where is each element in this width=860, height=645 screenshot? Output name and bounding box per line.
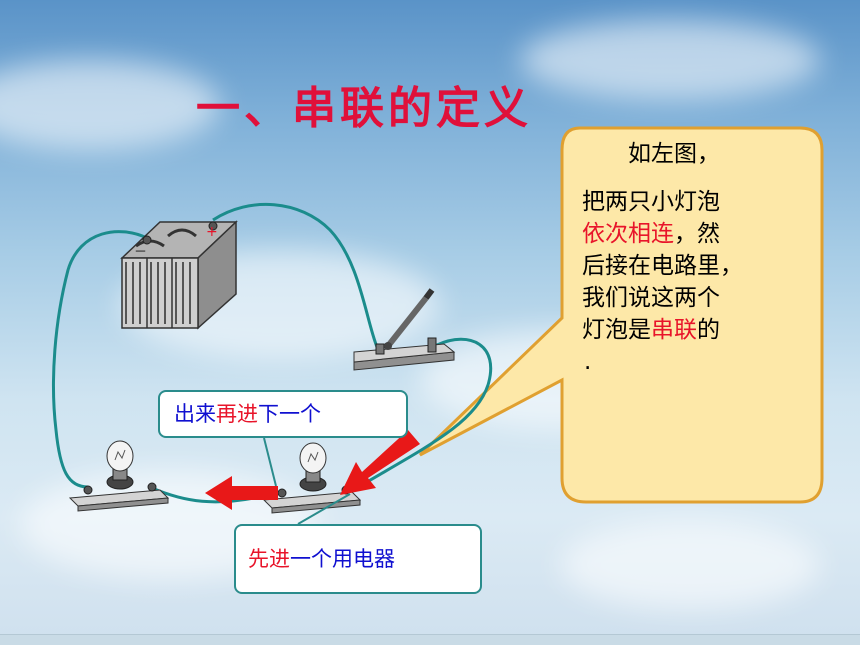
label-out-part-3: 下一个 — [258, 402, 321, 426]
knife-switch — [353, 288, 456, 371]
cloud — [520, 20, 820, 100]
page-title: 一、串联的定义 — [196, 83, 532, 134]
wire-battery-left — [51, 230, 148, 489]
cloud — [560, 520, 820, 610]
lamp-1 — [68, 440, 170, 512]
callout-line-7: . — [584, 349, 592, 375]
label-first-in: 先进一个用电器 — [234, 524, 482, 594]
callout-line-1: 如左图， — [628, 141, 720, 167]
label-in-part-2: 一个用电器 — [290, 547, 395, 571]
lamp-2 — [262, 442, 362, 514]
wire-switch-lamp2 — [349, 337, 493, 494]
arrow-in — [340, 430, 420, 495]
battery-plus-sign: + — [206, 224, 218, 240]
callout-line-6-highlight: 串联 — [651, 317, 697, 343]
battery-minus-sign: － — [134, 245, 147, 260]
label-out-part-2: 再进 — [216, 402, 258, 426]
wire-battery-switch — [212, 202, 379, 348]
label-in-pointer — [297, 493, 351, 525]
callout-bubble — [418, 126, 824, 504]
callout-line-3-rest: ，然 — [674, 221, 720, 247]
callout-line-5: 我们说这两个 — [582, 285, 720, 311]
arrow-out-left — [205, 476, 278, 510]
battery — [120, 220, 238, 330]
callout-line-3-highlight: 依次相连 — [582, 221, 674, 247]
label-in-part-1: 先进 — [248, 547, 290, 571]
label-out-part-1: 出来 — [174, 402, 216, 426]
callout-line-6-post: 的 — [697, 317, 720, 343]
callout-line-6-pre: 灯泡是 — [582, 317, 651, 343]
label-out-next: 出来再进下一个 — [158, 390, 408, 438]
label-out-pointer — [263, 437, 277, 487]
cloud — [0, 60, 220, 150]
callout-line-2: 把两只小灯泡 — [582, 189, 720, 215]
bottom-strip — [0, 634, 860, 645]
callout-text: 如左图， 把两只小灯泡 依次相连，然 后接在电路里， 我们说这两个 灯泡是串联的… — [582, 138, 812, 378]
callout-line-4: 后接在电路里， — [582, 253, 743, 279]
